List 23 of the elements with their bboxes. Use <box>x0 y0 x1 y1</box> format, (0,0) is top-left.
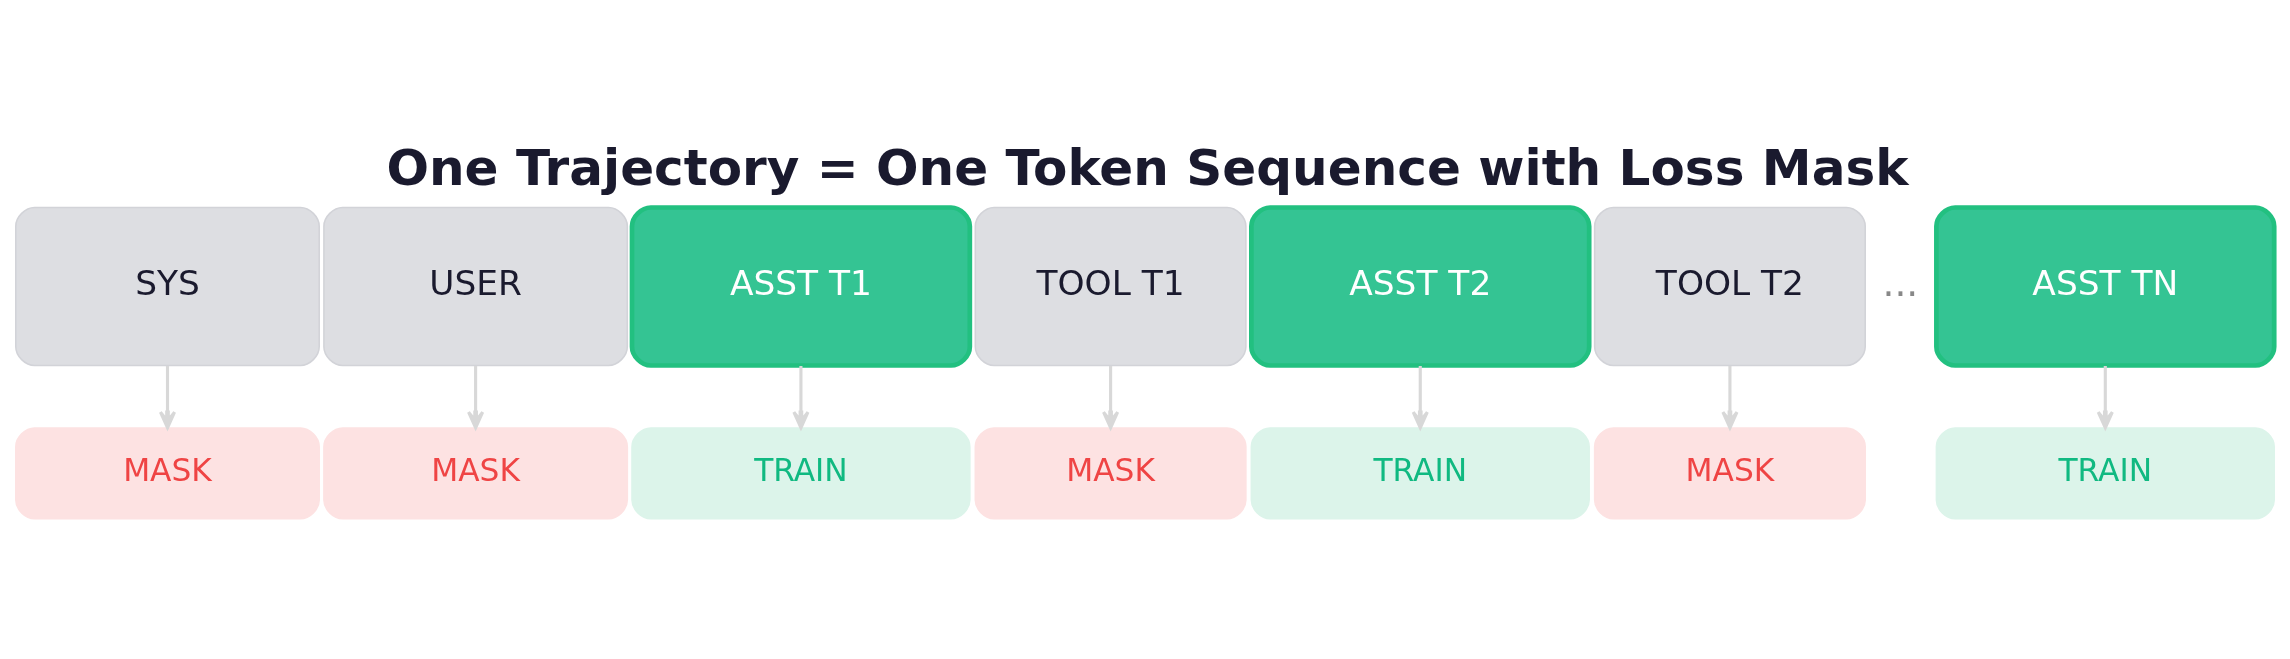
node-box: MASK <box>974 427 1247 520</box>
node-box: MASK <box>1593 427 1866 520</box>
arrow <box>2096 366 2114 430</box>
arrow <box>1102 366 1120 430</box>
node-box: ASST T1 <box>629 205 973 368</box>
arrow <box>467 366 485 430</box>
node-box: MASK <box>15 427 320 520</box>
node-box: TOOL T1 <box>974 206 1247 367</box>
node-box: TRAIN <box>1935 427 2275 520</box>
node-box: ASST T2 <box>1249 205 1592 368</box>
label: ... <box>1882 261 1919 306</box>
node-box: ASST TN <box>1934 205 2277 368</box>
node-box: TOOL T2 <box>1593 206 1866 367</box>
node-box: SYS <box>15 206 320 367</box>
node-box: USER <box>323 206 629 367</box>
diagram-title: One Trajectory = One Token Sequence with Loss Mask <box>386 138 1909 197</box>
arrow <box>792 366 810 430</box>
node-box: TRAIN <box>1250 427 1590 520</box>
node-box: MASK <box>323 427 629 520</box>
node-box: TRAIN <box>631 427 971 520</box>
arrow <box>1411 366 1429 430</box>
arrow <box>158 366 177 430</box>
arrow <box>1721 366 1739 430</box>
